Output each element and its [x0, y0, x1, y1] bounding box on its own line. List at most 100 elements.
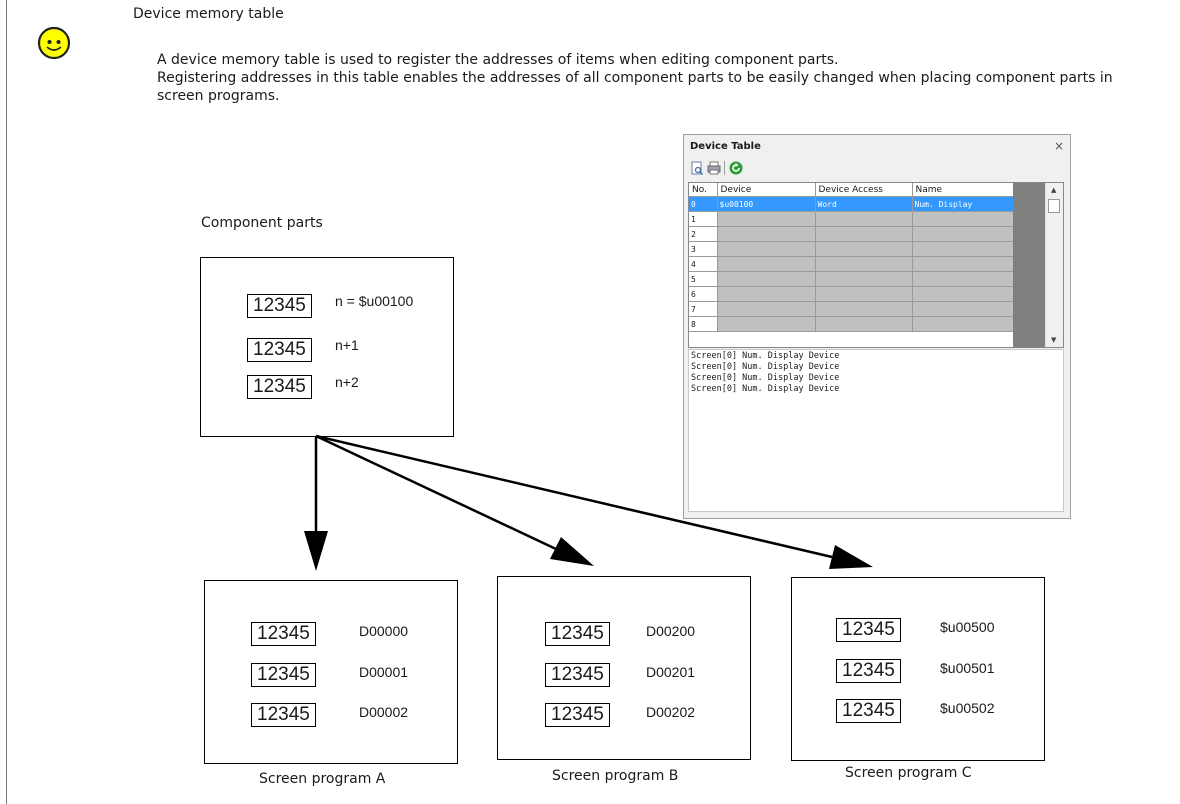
device-table: No. Device Device Access Name 0 $u00100 … [689, 183, 1014, 332]
device-cell[interactable] [717, 226, 816, 242]
table-row[interactable]: 3 [689, 241, 1014, 257]
scroll-down-icon[interactable]: ▼ [1051, 336, 1057, 344]
description: A device memory table is used to registe… [157, 51, 1147, 105]
table-row[interactable]: 5 [689, 271, 1014, 287]
access-cell[interactable] [815, 286, 913, 302]
scroll-thumb[interactable] [1048, 199, 1060, 213]
device-cell[interactable] [717, 211, 816, 227]
close-button[interactable]: × [1053, 139, 1064, 153]
number-display: 12345 [251, 703, 316, 727]
device-table-window: Device Table × No. Device Device Access … [683, 134, 1071, 519]
access-cell[interactable] [815, 316, 913, 332]
name-cell[interactable] [912, 301, 1014, 317]
number-display: 12345 [247, 375, 312, 399]
name-cell[interactable] [912, 226, 1014, 242]
device-address: D00201 [646, 664, 696, 680]
device-address: $u00501 [940, 660, 995, 676]
number-display: 12345 [251, 663, 316, 687]
vertical-scrollbar[interactable]: ▲ ▼ [1045, 183, 1063, 347]
table-row[interactable]: 2 [689, 226, 1014, 242]
number-display: 12345 [545, 622, 610, 646]
list-item[interactable]: Screen[0] Num. Display Device [691, 384, 840, 394]
name-cell[interactable] [912, 241, 1014, 257]
list-item[interactable]: Screen[0] Num. Display Device [691, 373, 840, 383]
access-cell[interactable] [815, 301, 913, 317]
device-address: D00200 [646, 623, 696, 639]
list-item[interactable]: Screen[0] Num. Display Device [691, 362, 840, 372]
number-display: 12345 [836, 659, 901, 683]
table-row[interactable]: 4 [689, 256, 1014, 272]
number-display: 12345 [247, 294, 312, 318]
column-header[interactable]: Device [717, 183, 816, 197]
arrow-head [550, 537, 594, 566]
description-line-1: A device memory table is used to registe… [157, 52, 839, 68]
page-frame [6, 0, 1180, 804]
access-cell[interactable] [815, 241, 913, 257]
device-address: D00002 [359, 704, 409, 720]
component-parts-label: Component parts [201, 215, 323, 231]
usage-list: Screen[0] Num. Display Device Screen[0] … [688, 349, 1064, 512]
scroll-up-icon[interactable]: ▲ [1051, 186, 1057, 194]
number-display: 12345 [836, 699, 901, 723]
table-row[interactable]: 7 [689, 301, 1014, 317]
name-cell[interactable] [912, 211, 1014, 227]
row-number: 5 [689, 271, 718, 287]
row-number: 7 [689, 301, 718, 317]
access-cell[interactable] [815, 211, 913, 227]
screen-program-b-box: 12345 D00200 12345 D00201 12345 D00202 [497, 576, 751, 760]
preview-icon[interactable] [690, 161, 704, 175]
table-row[interactable]: 0 $u00100 Word Num. Display [689, 196, 1014, 212]
access-cell[interactable] [815, 226, 913, 242]
column-header[interactable]: No. [689, 183, 718, 197]
device-address: $u00500 [940, 619, 995, 635]
table-row[interactable]: 8 [689, 316, 1014, 332]
access-cell[interactable] [815, 256, 913, 272]
name-cell[interactable] [912, 271, 1014, 287]
column-header[interactable]: Name [912, 183, 1014, 197]
component-parts-box: 12345 n = $u00100 12345 n+1 12345 n+2 [200, 257, 454, 437]
name-cell[interactable]: Num. Display [912, 196, 1014, 212]
name-cell[interactable] [912, 286, 1014, 302]
device-cell[interactable] [717, 271, 816, 287]
number-display: 12345 [251, 622, 316, 646]
column-header[interactable]: Device Access [815, 183, 913, 197]
table-row[interactable]: 1 [689, 211, 1014, 227]
number-display: 12345 [545, 703, 610, 727]
access-cell[interactable]: Word [815, 196, 913, 212]
number-display: 12345 [545, 663, 610, 687]
print-icon[interactable] [707, 161, 721, 175]
device-table-title: Device Table [690, 141, 761, 152]
device-address: $u00502 [940, 700, 995, 716]
arrow-head [304, 531, 328, 571]
name-cell[interactable] [912, 256, 1014, 272]
device-address: D00000 [359, 623, 409, 639]
row-number: 8 [689, 316, 718, 332]
refresh-icon[interactable] [729, 161, 743, 175]
screen-program-c-box: 12345 $u00500 12345 $u00501 12345 $u0050… [791, 577, 1045, 761]
device-cell[interactable]: $u00100 [717, 196, 816, 212]
table-row[interactable]: 6 [689, 286, 1014, 302]
row-number: 2 [689, 226, 718, 242]
section-title: Device memory table [133, 6, 284, 22]
access-cell[interactable] [815, 271, 913, 287]
grid-empty-area [1013, 183, 1047, 347]
screen-program-b-label: Screen program B [552, 768, 679, 784]
screen-program-a-label: Screen program A [259, 771, 386, 787]
device-cell[interactable] [717, 286, 816, 302]
device-cell[interactable] [717, 256, 816, 272]
toolbar-separator [724, 161, 725, 175]
row-number: 0 [689, 196, 718, 212]
device-cell[interactable] [717, 301, 816, 317]
row-number: 3 [689, 241, 718, 257]
device-cell[interactable] [717, 241, 816, 257]
number-display: 12345 [836, 618, 901, 642]
row-number: 6 [689, 286, 718, 302]
device-cell[interactable] [717, 316, 816, 332]
screen-program-c-label: Screen program C [845, 765, 972, 781]
number-display: 12345 [247, 338, 312, 362]
device-address: D00202 [646, 704, 696, 720]
list-item[interactable]: Screen[0] Num. Display Device [691, 351, 840, 361]
name-cell[interactable] [912, 316, 1014, 332]
row-number: 4 [689, 256, 718, 272]
